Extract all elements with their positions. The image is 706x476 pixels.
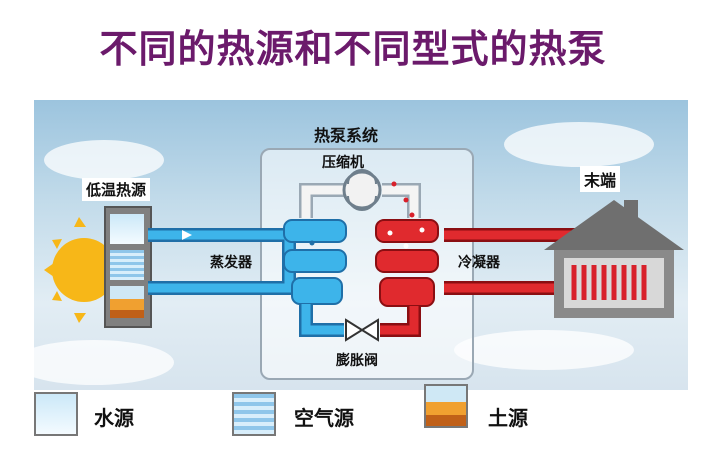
sun-icon xyxy=(44,217,116,323)
evaporator-icon xyxy=(283,219,347,337)
compressor-label: 压缩机 xyxy=(322,155,364,171)
cloud xyxy=(34,340,174,385)
cloud xyxy=(44,140,164,180)
compressor-icon xyxy=(342,170,382,210)
cloud xyxy=(504,122,654,167)
condenser-icon xyxy=(375,219,439,337)
legend-label-air: 空气源 xyxy=(294,406,354,430)
water-source-icon xyxy=(34,392,78,436)
legend-label-soil: 土源 xyxy=(488,406,528,430)
terminal-label: 末端 xyxy=(580,166,621,192)
expansion-valve-label: 膨胀阀 xyxy=(336,353,378,369)
low-temp-source-block xyxy=(104,206,152,328)
water-source-icon xyxy=(110,214,144,244)
air-source-icon xyxy=(232,392,276,436)
air-source-icon xyxy=(110,250,144,280)
system-label: 热泵系统 xyxy=(314,126,379,145)
low-temp-source-label: 低温热源 xyxy=(82,178,151,201)
house-icon xyxy=(544,200,684,318)
soil-source-icon xyxy=(110,286,144,318)
expansion-valve-icon xyxy=(345,318,379,342)
page-title: 不同的热源和不同型式的热泵 xyxy=(99,27,607,71)
cloud xyxy=(454,330,634,370)
heat-pump-diagram: 低温热源 热泵系统 xyxy=(34,100,688,390)
condenser-label: 冷凝器 xyxy=(458,255,500,271)
evaporator-label: 蒸发器 xyxy=(210,255,252,271)
soil-source-icon xyxy=(424,384,468,428)
refrigerant-circuit xyxy=(148,169,684,342)
legend-label-water: 水源 xyxy=(94,406,134,430)
